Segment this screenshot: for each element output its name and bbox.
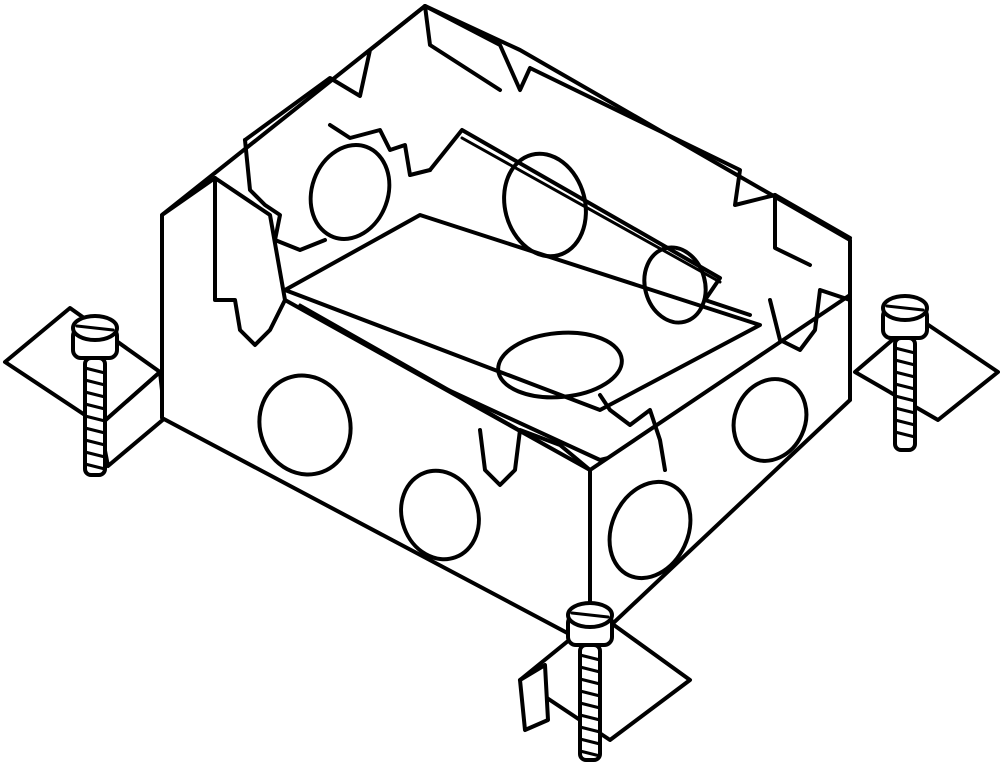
leveling-screw xyxy=(71,314,119,477)
knockouts xyxy=(257,143,809,581)
knockout-back-left xyxy=(308,143,392,241)
knockout-right-upper xyxy=(731,377,809,463)
knockout-back-center xyxy=(502,151,588,259)
leveling-screw xyxy=(566,601,614,762)
knockout-bottom xyxy=(496,330,624,400)
mounting-bracket-left xyxy=(3,306,167,468)
knockout-right-lower xyxy=(607,479,693,581)
knockout-front-center xyxy=(399,468,481,562)
leveling-screw xyxy=(881,294,929,452)
knockout-front-left xyxy=(257,373,353,477)
box-body xyxy=(160,4,852,647)
knockout-back-right xyxy=(642,245,708,325)
